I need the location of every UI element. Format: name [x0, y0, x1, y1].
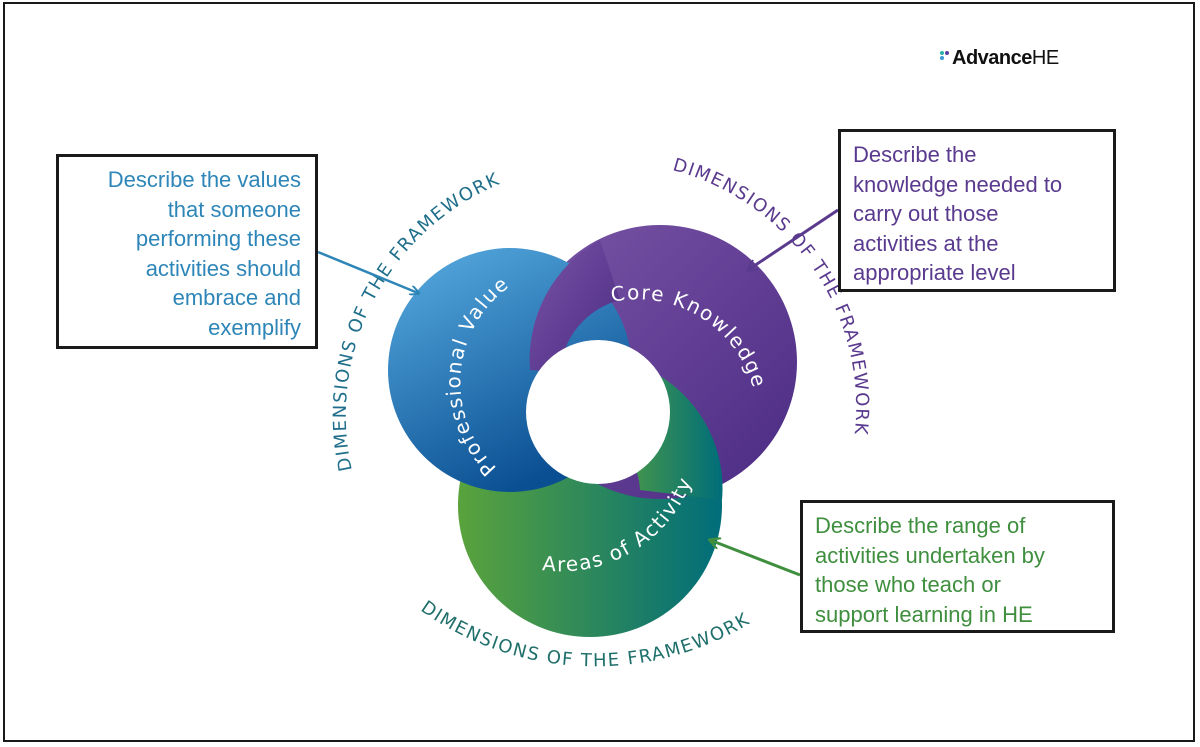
logo-brand-light: HE [1031, 46, 1059, 69]
values-callout-line: activities should [145, 255, 301, 281]
values-callout-line: performing these [135, 226, 301, 251]
activity-arrow [710, 540, 801, 577]
activity-callout-line: those who teach or [815, 572, 1001, 597]
knowledge-callout-line: knowledge needed to [853, 171, 1063, 197]
activity-callout: Describe the range of activities underta… [800, 500, 1115, 633]
knowledge-callout-line: activities at the [853, 230, 999, 256]
knowledge-callout: Describe the knowledge needed to carry o… [838, 129, 1116, 292]
activity-callout-line: support learning in HE [815, 601, 1033, 627]
values-callout-line: embrace and [172, 285, 301, 310]
values-arrow [317, 250, 418, 293]
values-callout-line: Describe the values [107, 167, 301, 192]
core-knowledge-overlap [529, 240, 620, 372]
logo-brand-bold: Advance [952, 46, 1032, 69]
values-callout-line: exemplify [208, 314, 301, 340]
activity-callout-line: Describe the range of [815, 513, 1026, 538]
knowledge-arrow [748, 208, 839, 270]
center-hole [526, 340, 670, 484]
values-callout: Describe the values that someone perform… [56, 154, 318, 349]
values-callout-line: that someone [167, 196, 301, 222]
knowledge-callout-line: Describe the [853, 142, 977, 167]
ring-group [388, 225, 797, 637]
activity-callout-line: activities undertaken by [815, 542, 1045, 568]
knowledge-callout-line: appropriate level [853, 260, 1016, 285]
logo-dots-icon [940, 51, 950, 65]
knowledge-callout-line: carry out those [853, 201, 999, 226]
